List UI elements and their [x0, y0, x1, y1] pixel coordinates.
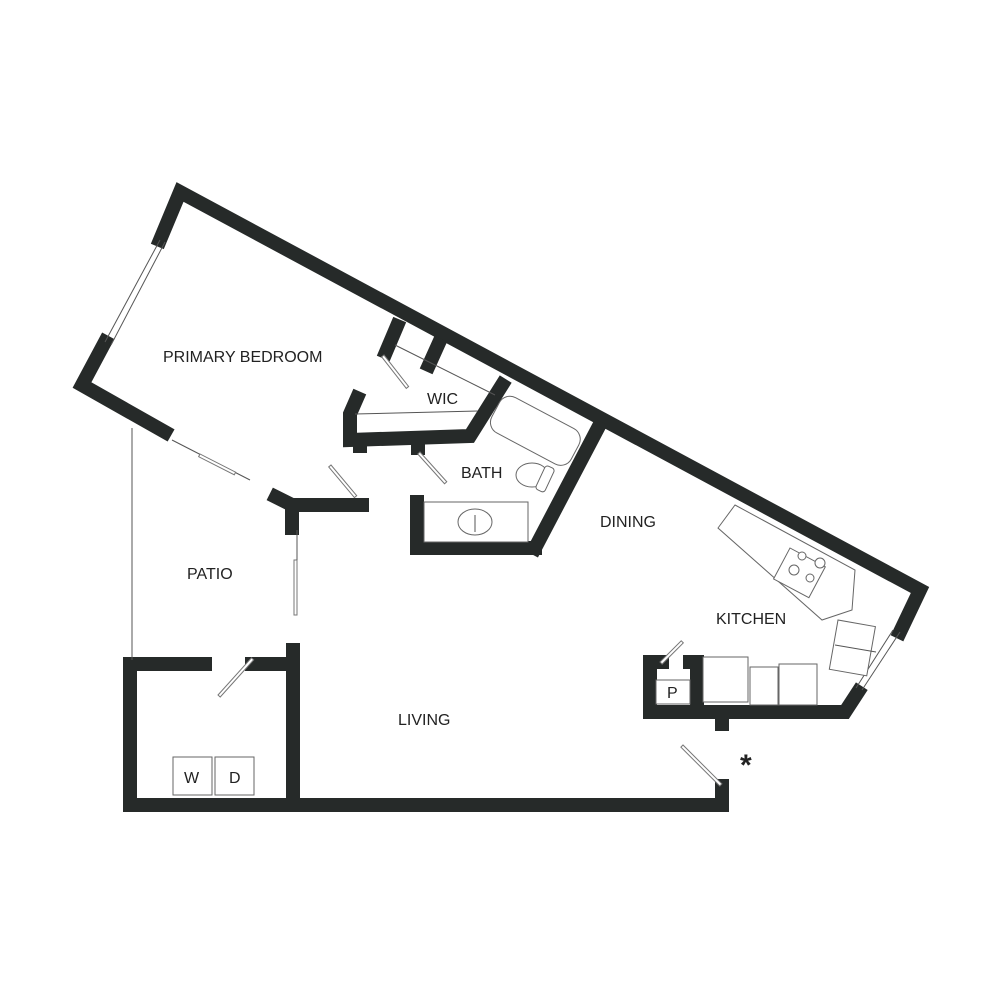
bathtub: [489, 395, 581, 466]
dryer: [214, 756, 255, 796]
washer-label: W: [184, 770, 200, 787]
dryer-label: D: [229, 770, 241, 787]
refrigerator: [702, 656, 749, 703]
windows: [104, 239, 901, 691]
room-label-primary-bedroom: PRIMARY BEDROOM: [163, 349, 322, 366]
room-label-patio: PATIO: [187, 566, 233, 583]
room-label-bath: BATH: [461, 465, 502, 482]
pantry-label: P: [667, 685, 678, 702]
interior-walls: [266, 316, 608, 558]
note-marker: *: [740, 749, 752, 782]
fixtures: [172, 344, 877, 796]
room-label-kitchen: KITCHEN: [716, 611, 786, 628]
room-label-dining: DINING: [600, 514, 656, 531]
cabinet: [749, 666, 779, 706]
pantry-shelf: [655, 679, 691, 705]
cooktop: [772, 547, 826, 599]
exterior-walls: [72, 182, 930, 812]
dishwasher: [778, 663, 818, 706]
room-label-living: LIVING: [398, 712, 450, 729]
room-label-wic: WIC: [427, 391, 458, 408]
washer: [172, 756, 213, 796]
doors: [171, 354, 723, 787]
